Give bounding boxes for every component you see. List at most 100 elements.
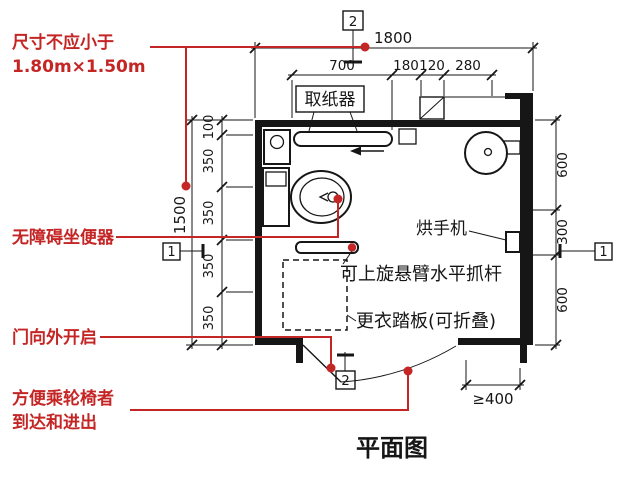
door-swing-arc [340,345,457,383]
dim-left-total: 1500 [171,114,253,351]
hand-dryer-leader [468,230,507,241]
door-leaf [302,344,342,383]
basin-bowl [464,131,508,175]
toilet [262,167,352,227]
swing-grab-bar-shape [295,241,359,254]
wheelchair-leader [130,373,409,411]
dim-tick [514,379,526,391]
top-wall [255,120,533,127]
door-jamb-stub [296,338,303,363]
dim-left-total-text: 1500 [171,196,189,234]
hand-dryer-unit [505,231,521,253]
dim-tick [486,69,498,81]
note-accessible-toilet: 无障碍坐便器 [11,227,115,248]
dim-seg-350a: 350 [202,149,217,174]
left-wall [255,120,262,345]
section-marker-top: 2 [342,10,364,64]
dim-tick [415,69,427,81]
drawing-title: 平面图 [356,434,428,462]
dim-seg-350c: 350 [202,254,217,279]
corner-cistern-cap [269,134,285,150]
toilet-cistern [262,167,290,227]
right-wall [520,93,533,345]
toilet-bowl-inner [299,177,345,217]
paper-dispenser-leader-right [349,111,358,132]
dim-seg-350d: 350 [202,306,217,331]
transfer-arrow [350,146,384,156]
folding-step-outline [282,259,348,331]
label-folding-step: 更衣踏板(可折叠) [356,311,496,332]
basin-drain [483,147,493,157]
dim-tick [216,339,228,351]
bottom-wall-right [458,338,533,345]
arrow-head-icon [350,146,361,156]
dim-seg-280: 280 [455,58,481,74]
bottom-right-stub [520,345,527,363]
toilet-drain-spout [318,192,329,202]
section-number: 1 [599,245,607,260]
grab-bar-dot [347,243,357,252]
dim-tick [186,339,198,351]
min-size-dot-left [181,181,191,191]
dim-top-total-text: 1800 [374,29,412,47]
dim-tick [527,42,539,54]
section-number: 2 [349,14,358,30]
label-paper-dispenser: 取纸器 [305,90,356,110]
black-leaders [295,85,507,322]
dim-seg-600b: 600 [555,287,571,313]
dim-tick [186,114,198,126]
dim-door-clearance: ≥400 [460,360,526,408]
label-hand-dryer: 烘手机 [416,219,467,239]
door [302,344,457,383]
dim-tick [550,204,562,216]
wall-box [398,128,417,145]
dim-seg-700: 700 [329,58,355,74]
note-min-size-line2: 1.80m×1.50m [12,57,146,77]
duct-pier [419,96,445,120]
corner-fixture [263,129,291,165]
swing-grab-bar-leader [342,250,353,265]
duct-pier-diagonal [419,96,445,120]
note-wheelchair-line2: 到达和进出 [12,412,97,433]
section-marker-left: 1 [162,242,205,261]
dim-tick [216,286,228,298]
wall-grab-bar [293,131,393,147]
dim-seg-300: 300 [555,219,571,245]
dim-tick [216,114,228,126]
note-door-outward: 门向外开启 [12,327,97,348]
min-size-dot-top [360,42,370,52]
dim-tick [460,379,472,391]
folding-step-leader [346,314,357,322]
dim-seg-350b: 350 [202,201,217,226]
right-wall-cap [505,93,533,99]
toilet-cistern-detail [265,171,287,187]
paper-dispenser-callout-box [295,85,365,113]
paper-dispenser-leader-left [308,111,315,132]
dim-seg-180: 180 [393,58,419,74]
dim-tick [550,339,562,351]
section-box [594,242,613,261]
dim-seg-100: 100 [202,115,217,140]
dim-left-chain: 100 350 350 350 350 [202,114,253,351]
section-marker-right: 1 [558,242,613,261]
dim-tick [386,69,398,81]
dim-seg-120: 120 [419,58,445,74]
dim-seg-600a: 600 [555,152,571,178]
section-number: 1 [167,245,175,260]
section-marker-bottom: 2 [335,352,356,390]
note-wheelchair-line1: 方便乘轮椅者 [12,388,114,409]
dim-tick [216,181,228,193]
toilet-leader [116,200,339,238]
dim-tick [550,114,562,126]
toilet-dot [333,194,343,204]
dim-tick [216,129,228,141]
note-min-size-line1: 尺寸不应小于 [12,32,114,53]
dim-door-clearance-text: ≥400 [472,390,513,408]
bottom-wall-left [255,338,303,345]
section-number: 2 [341,373,350,389]
walls [255,93,533,363]
dim-tick [286,69,298,81]
wash-basin [464,131,521,175]
